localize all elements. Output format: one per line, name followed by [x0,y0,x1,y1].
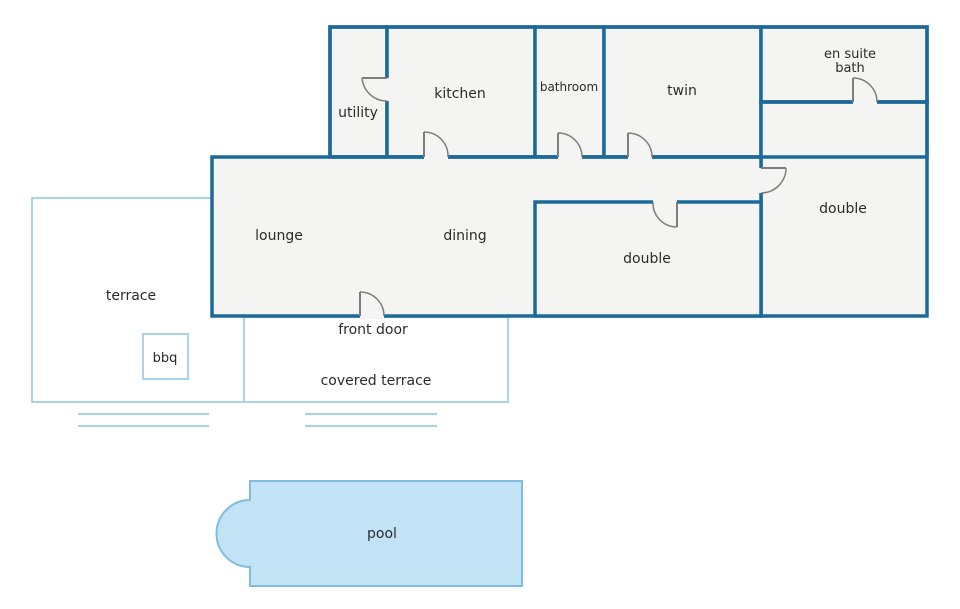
double-room-center [533,200,763,318]
bbq-label: bbq [153,351,178,366]
en-suite-door [852,77,878,105]
pool-shape [215,480,523,587]
en-suite-label-line1: en suite [824,47,876,62]
bathroom-label: bathroom [540,80,598,94]
utility-room [328,25,389,159]
terrace-label: terrace [106,288,156,304]
room-labels: utility kitchen bathroom twin en suite b… [106,47,876,542]
pool-label: pool [367,526,397,542]
dining-label: dining [443,228,486,244]
utility-label: utility [338,105,378,121]
double-right-label: double [819,201,867,217]
rooms [210,25,929,318]
twin-room [602,25,763,159]
outdoor-areas [31,197,509,427]
covered-terrace-steps [305,413,437,427]
kitchen-label: kitchen [434,86,486,102]
pool-area [215,480,523,587]
utility-door [361,77,390,102]
bbq-area [142,333,189,380]
double-right-door [758,167,787,194]
twin-door [627,132,653,160]
bathroom-door [557,132,583,160]
front-door-label: front door [338,322,408,338]
twin-label: twin [667,83,697,99]
terrace-area [31,197,245,403]
double-center-door [652,199,678,228]
en-suite-label-line2: bath [835,61,865,76]
terrace-steps [78,413,209,427]
lounge-label: lounge [255,228,303,244]
front-door [359,291,385,319]
kitchen-door [423,131,449,160]
covered-terrace-area [243,316,509,403]
covered-terrace-label: covered terrace [321,373,432,389]
double-center-label: double [623,251,671,267]
doors [359,77,878,319]
